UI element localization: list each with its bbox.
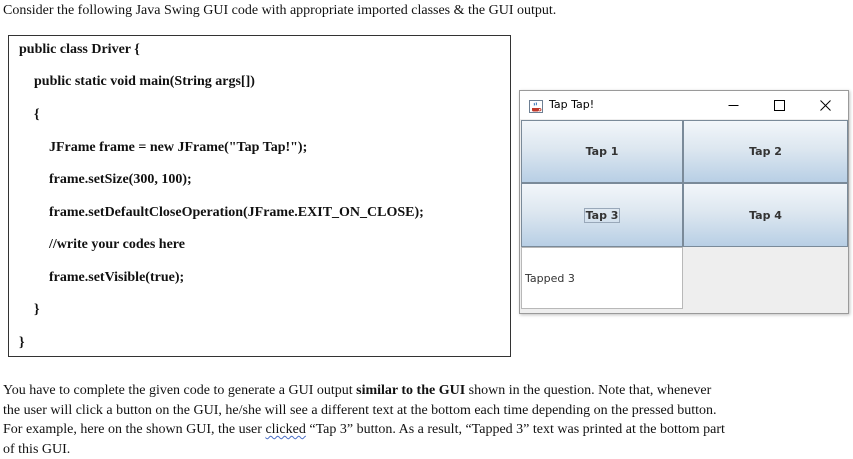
code-line-close-op: frame.setDefaultCloseOperation(JFrame.EX…: [49, 205, 424, 221]
question-line-4: of this GUI.: [3, 440, 793, 459]
maximize-icon: [774, 100, 785, 111]
code-box: public class Driver { public static void…: [8, 35, 511, 357]
tap-1-button[interactable]: Tap 1: [521, 120, 683, 183]
tap-2-button[interactable]: Tap 2: [683, 120, 848, 183]
question-line-1-end: shown in the question. Note that, whenev…: [465, 383, 711, 398]
spellcheck-word: clicked: [265, 422, 305, 437]
question-line-3-end: “Tap 3” button. As a result, “Tapped 3” …: [306, 422, 725, 437]
question-emphasis: similar to the GUI: [356, 383, 465, 398]
question-line-3-start: For example, here on the shown GUI, the …: [3, 422, 265, 437]
code-line-main: public static void main(String args[]): [34, 74, 255, 90]
code-line-class: public class Driver {: [19, 42, 140, 58]
question-text: You have to complete the given code to g…: [3, 381, 793, 459]
tap-4-button[interactable]: Tap 4: [683, 183, 848, 247]
question-line-2: the user will click a button on the GUI,…: [3, 401, 793, 421]
status-label: Tapped 3: [521, 247, 683, 309]
minimize-icon: [728, 100, 739, 111]
window-title: Tap Tap!: [549, 98, 594, 111]
tap-3-button[interactable]: Tap 3: [521, 183, 683, 247]
tap-2-label: Tap 2: [748, 145, 783, 158]
minimize-button[interactable]: [710, 91, 756, 119]
code-line-close-brace-outer: }: [19, 335, 25, 351]
code-line-setvisible: frame.setVisible(true);: [49, 270, 184, 286]
close-icon: [820, 100, 831, 111]
question-line-1-start: You have to complete the given code to g…: [3, 383, 356, 398]
empty-grid-cell: [683, 247, 848, 309]
question-line-1: You have to complete the given code to g…: [3, 381, 793, 401]
code-line-setsize: frame.setSize(300, 100);: [49, 172, 192, 188]
code-line-jframe: JFrame frame = new JFrame("Tap Tap!");: [49, 140, 307, 156]
close-button[interactable]: [802, 91, 848, 119]
tap-3-label: Tap 3: [585, 209, 620, 222]
java-coffee-cup-icon: [529, 98, 543, 111]
swing-window: Tap Tap! Tap 1 Tap 2 Tap 3 Tap 4 Tapped …: [519, 90, 849, 314]
tap-1-label: Tap 1: [585, 145, 620, 158]
code-line-open-brace: {: [34, 107, 40, 123]
intro-text: Consider the following Java Swing GUI co…: [3, 3, 556, 19]
window-titlebar[interactable]: Tap Tap!: [520, 91, 848, 119]
question-line-3: For example, here on the shown GUI, the …: [3, 420, 793, 440]
maximize-button[interactable]: [756, 91, 802, 119]
tap-4-label: Tap 4: [748, 209, 783, 222]
code-line-comment: //write your codes here: [49, 237, 185, 253]
code-line-close-brace-inner: }: [34, 302, 40, 318]
